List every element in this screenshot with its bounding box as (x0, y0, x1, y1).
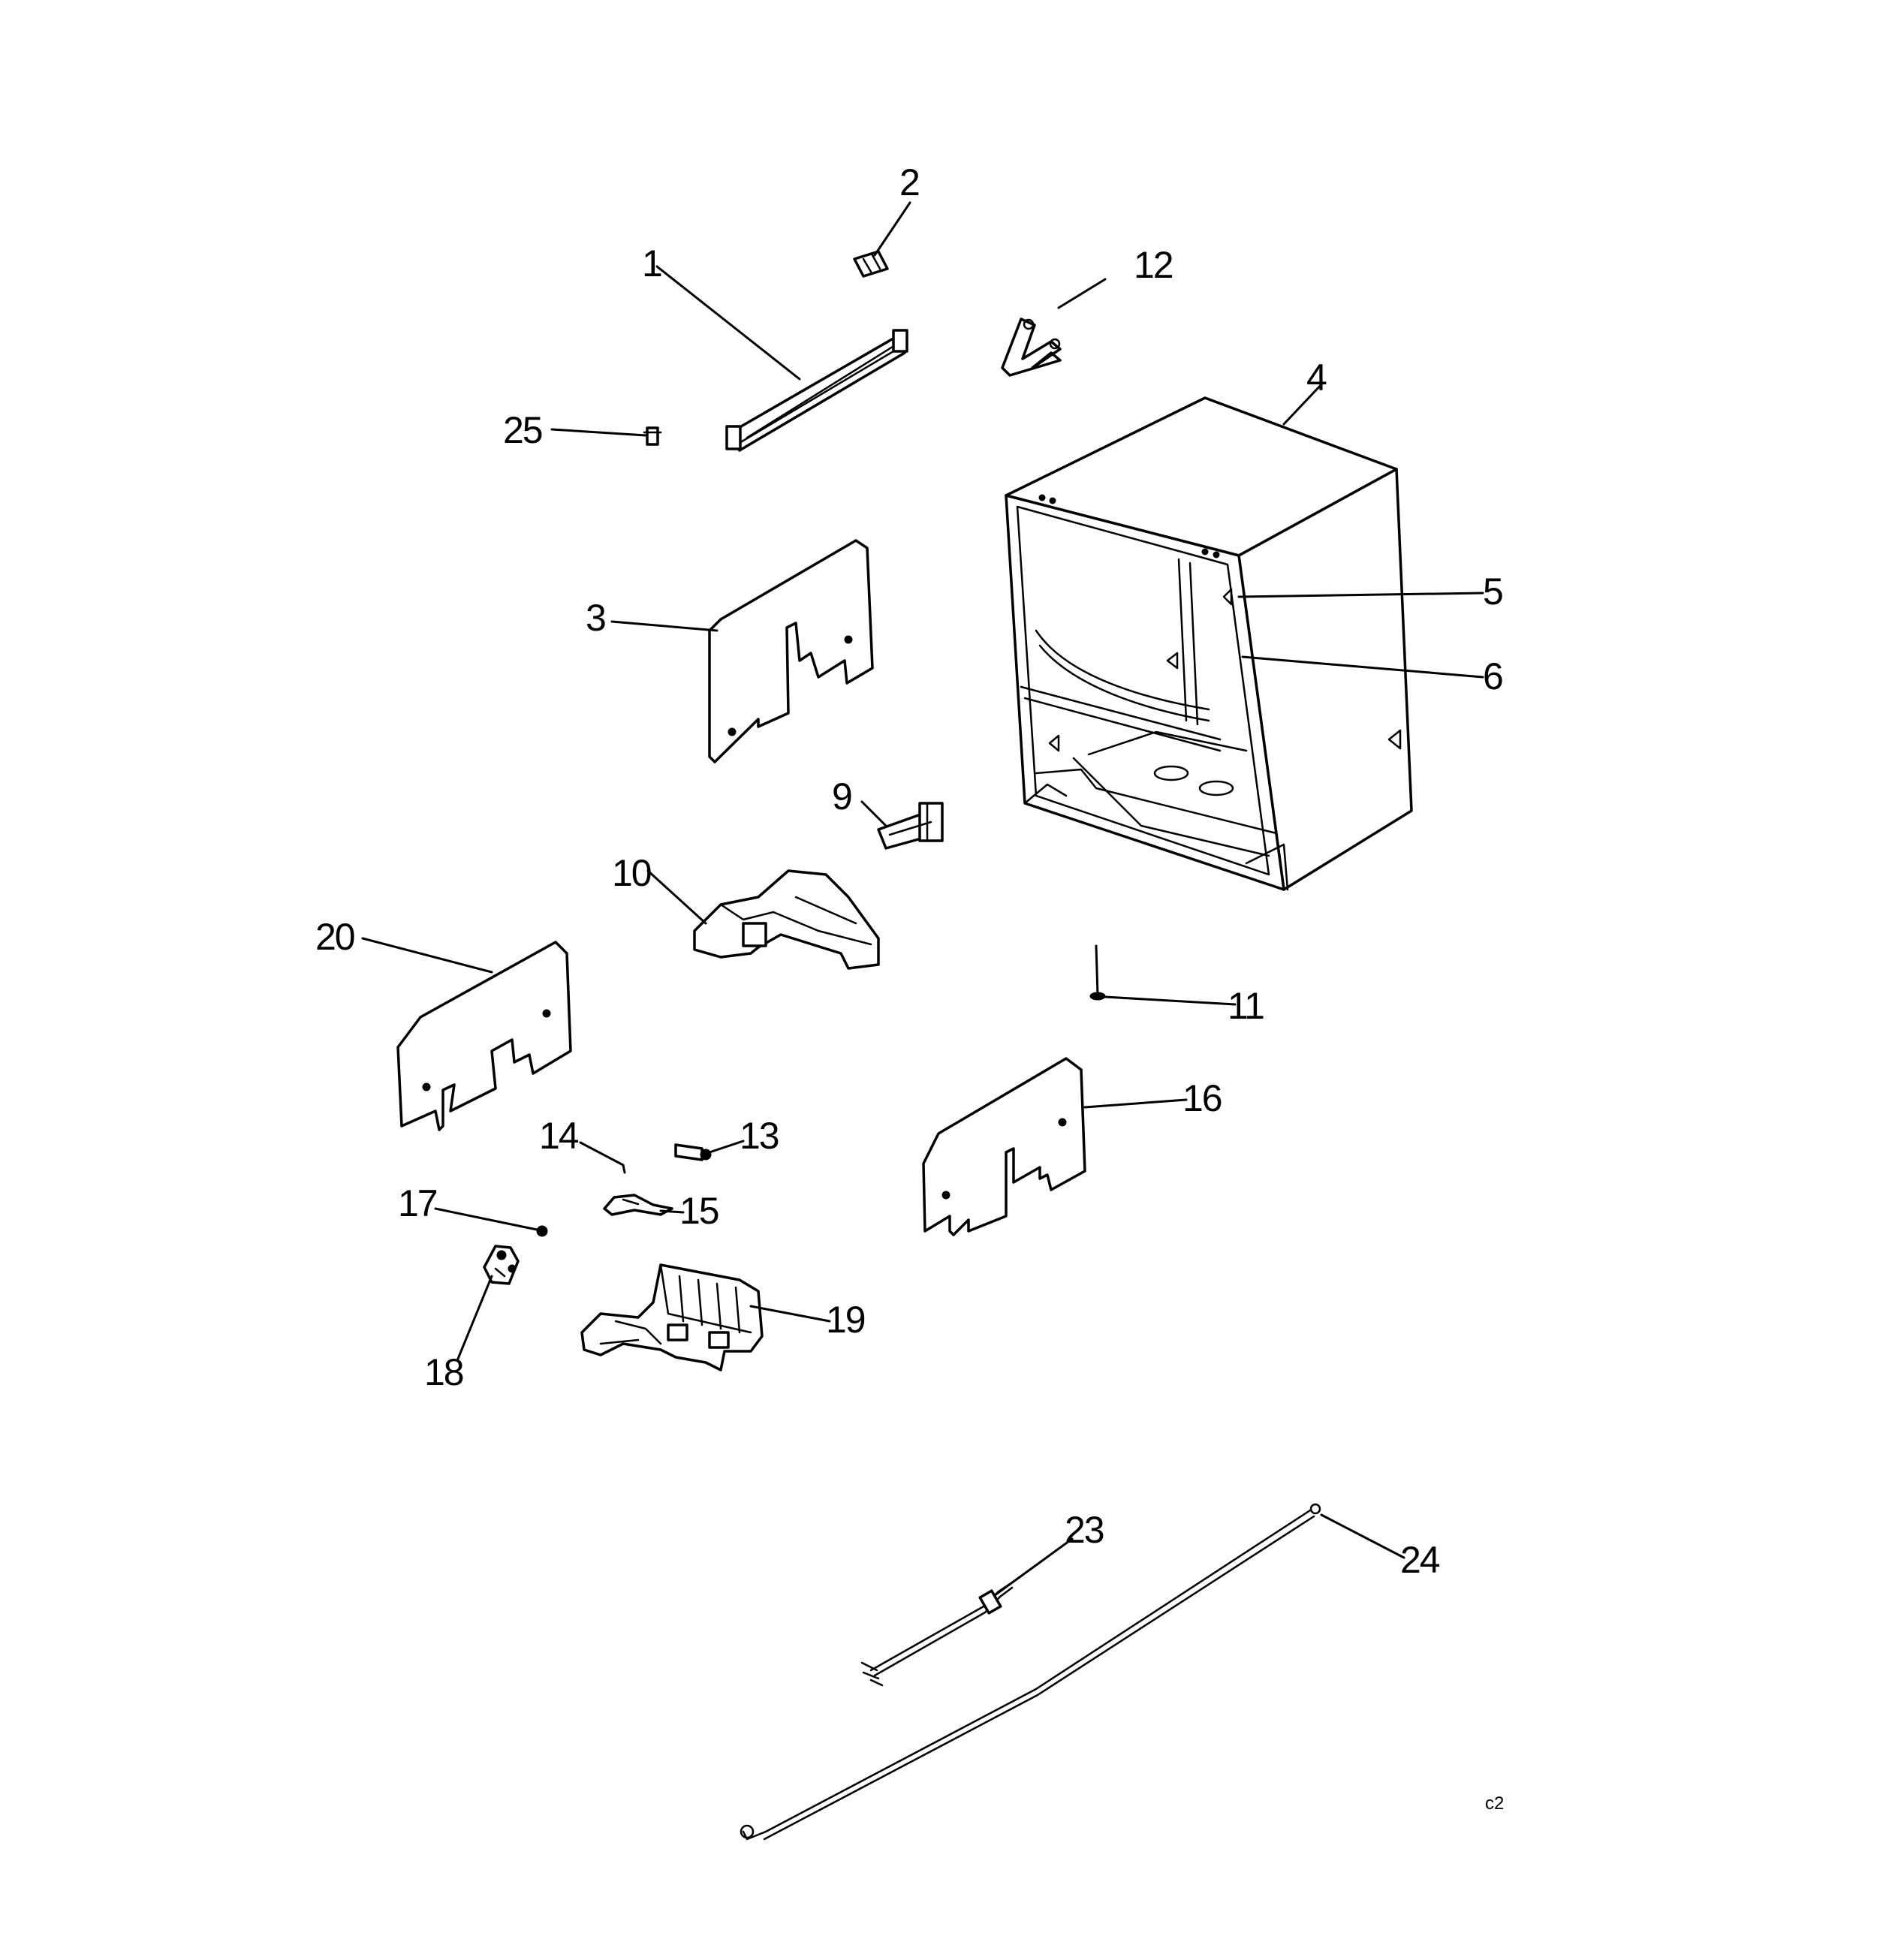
callout-19: 19 (826, 1299, 865, 1341)
callout-6: 6 (1483, 655, 1502, 697)
part-2-clip[interactable] (853, 250, 889, 278)
part-11-screw[interactable] (1089, 944, 1106, 1001)
callout-10: 10 (612, 852, 651, 894)
callout-3: 3 (586, 597, 605, 639)
part-23-wire-harness[interactable] (860, 1582, 1014, 1687)
callout-5: 5 (1483, 571, 1502, 613)
part-4-tub-cabinet[interactable] (1005, 396, 1413, 891)
part-1-upper-rail[interactable] (725, 329, 908, 452)
callout-24: 24 (1400, 1539, 1440, 1581)
callout-2: 2 (899, 161, 919, 203)
callout-14: 14 (539, 1115, 579, 1157)
part-17-screw[interactable] (536, 1225, 548, 1237)
callout-11: 11 (1228, 985, 1264, 1027)
callout-18: 18 (424, 1351, 463, 1393)
part-19-base-assembly[interactable] (580, 1263, 764, 1371)
part-13-screw[interactable] (674, 1143, 712, 1161)
part-25-screw[interactable] (643, 426, 662, 446)
sheet-code: c2 (1485, 1793, 1504, 1814)
callout-17: 17 (398, 1182, 437, 1224)
part-14-pin[interactable] (622, 1164, 626, 1174)
part-18-connector[interactable] (483, 1245, 520, 1285)
part-24-cable[interactable] (740, 1503, 1321, 1841)
part-9-latch[interactable] (877, 802, 944, 850)
part-3-panel[interactable] (708, 539, 874, 763)
part-20-panel[interactable] (396, 941, 572, 1131)
callout-4: 4 (1306, 357, 1327, 399)
callout-23: 23 (1065, 1509, 1104, 1551)
part-15-lever[interactable] (603, 1194, 673, 1216)
callout-9: 9 (832, 775, 851, 817)
callout-20: 20 (315, 916, 354, 958)
callout-1: 1 (642, 242, 661, 285)
leader-lines (361, 201, 1484, 1597)
callout-labels: 1 2 12 4 25 3 5 6 9 10 20 11 16 14 13 17… (315, 161, 1504, 1814)
callout-13: 13 (740, 1115, 779, 1157)
callout-25: 25 (503, 409, 542, 451)
callout-16: 16 (1182, 1077, 1222, 1119)
callout-15: 15 (679, 1190, 719, 1232)
callout-12: 12 (1134, 244, 1173, 286)
part-16-panel[interactable] (922, 1057, 1086, 1236)
part-12-bracket[interactable] (1001, 318, 1062, 377)
part-10-dispenser[interactable] (693, 869, 880, 970)
